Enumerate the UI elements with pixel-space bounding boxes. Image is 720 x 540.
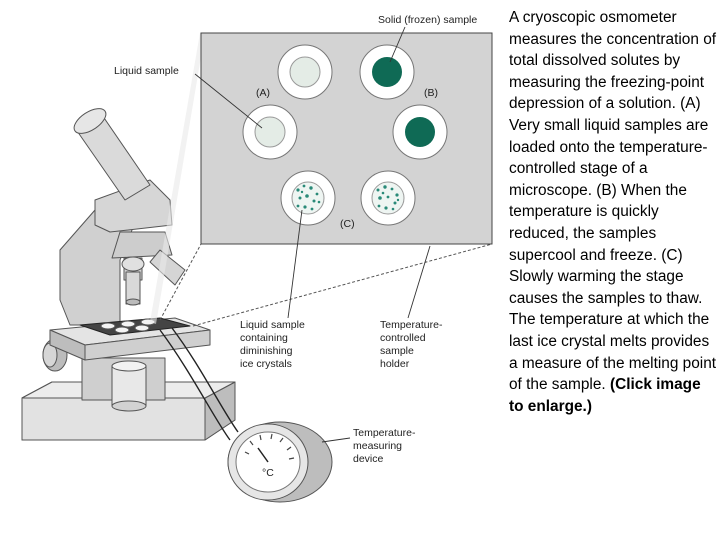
panel-b-label: (B) <box>424 87 438 99</box>
temperature-gauge <box>227 421 333 503</box>
panel-a-label: (A) <box>256 87 270 99</box>
microscope <box>21 108 236 441</box>
stage-holder-label: Temperature- controlled sample holder <box>380 319 443 370</box>
svg-text:measuring: measuring <box>353 440 402 452</box>
svg-text:Liquid sample: Liquid sample <box>240 319 305 331</box>
magnified-stage-panel <box>150 32 493 327</box>
leader-lines <box>194 26 431 443</box>
svg-text:holder: holder <box>380 358 410 370</box>
caption-text: A cryoscopic osmometer measures the conc… <box>509 9 717 394</box>
svg-text:device: device <box>353 453 384 465</box>
svg-text:Temperature-: Temperature- <box>353 427 416 439</box>
panel-c-label: (C) <box>340 218 355 230</box>
measuring-device-label: Temperature- measuring device <box>353 427 416 465</box>
gauge-unit: °C <box>262 467 274 479</box>
svg-text:controlled: controlled <box>380 332 426 344</box>
svg-text:ice crystals: ice crystals <box>240 358 292 370</box>
liquid-ice-label: Liquid sample containing diminishing ice… <box>240 319 305 370</box>
enlarge-link[interactable]: (Click image to enlarge.) <box>509 376 701 415</box>
svg-text:diminishing: diminishing <box>240 345 293 357</box>
osmometer-figure[interactable]: °C <box>0 0 500 540</box>
svg-text:containing: containing <box>240 332 288 344</box>
figure-caption: A cryoscopic osmometer measures the conc… <box>509 7 717 417</box>
solid-sample-label: Solid (frozen) sample <box>378 14 477 26</box>
sensor-wires <box>159 327 239 441</box>
svg-text:sample: sample <box>380 345 414 357</box>
liquid-sample-label: Liquid sample <box>114 65 179 77</box>
svg-text:Temperature-: Temperature- <box>380 319 443 331</box>
